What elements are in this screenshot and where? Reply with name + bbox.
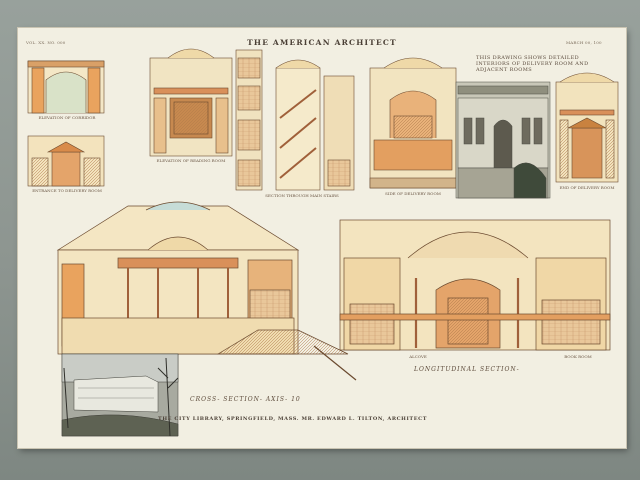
caption-delivery-side: SIDE OF DELIVERY ROOM [385,191,441,196]
top-right-note: THIS DRAWING SHOWS DETAILED INTERIORS OF… [476,55,589,73]
drawing-entrance-elevation [27,135,105,187]
caption-reading-room: ELEVATION OF READING ROOM [156,158,226,163]
drawing-tall-section [235,49,263,191]
caption-book-room: BOOK ROOM [564,354,592,359]
caption-longitudinal-section: LONGITUDINAL SECTION- [414,366,520,373]
caption-entrance: ENTRANCE TO DELIVERY ROOM [32,188,102,193]
plate-header-right: MARCH 00, 100 [566,40,602,45]
drawing-cross-section [56,201,357,381]
facade-photograph [455,81,551,199]
architectural-drawings [27,48,619,437]
caption-alcove: ALCOVE [409,354,427,359]
drawing-longitudinal-section [339,219,611,351]
plate-bottom-title: THE CITY LIBRARY, SPRINGFIELD, MASS. MR.… [158,416,428,422]
plate-header-title: THE AMERICAN ARCHITECT [247,38,397,47]
architectural-plate: THE AMERICAN ARCHITECT VOL. XX. NO. 000 … [18,28,626,448]
caption-delivery-end: END OF DELIVERY ROOM [559,185,615,190]
exterior-photograph [61,353,179,437]
drawing-stair-section [275,59,355,191]
caption-stairway: SECTION THROUGH MAIN STAIRS [265,193,339,198]
caption-cross-section: CROSS- SECTION- AXIS- 10 [190,396,301,403]
drawing-end-of-delivery-room [555,72,619,183]
drawing-reading-room-elevation [149,48,233,157]
drawing-corridor-elevation [27,60,105,114]
drawing-delivery-room-elevation [369,57,457,189]
plate-header-left: VOL. XX. NO. 000 [26,40,66,45]
caption-corridor: ELEVATION OF CORRIDOR [38,115,96,120]
